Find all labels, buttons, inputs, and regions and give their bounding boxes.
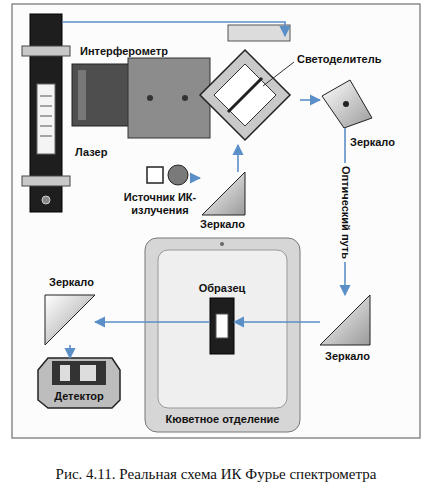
part-label: Зеркало [325,350,370,363]
detector-element [60,365,70,381]
part-label: Кюветное отделение [166,413,280,426]
mirror-screw [343,101,349,107]
interferometer-flange [78,70,86,120]
laser-plate-line [40,126,52,127]
path-label: Оптический путь [339,163,352,262]
optical-path [234,321,320,323]
laser-plate [37,84,55,154]
detector: Детектор [38,358,120,408]
sample-holder [210,298,234,354]
laser-plate-line [40,116,52,117]
interferometer-plate [228,25,290,41]
interferometer-screw [147,95,153,101]
mirror-bottom-left [45,295,95,345]
beam-splitter-cube [200,50,290,140]
laser-plate-line [40,106,52,107]
part-label: Образец [186,282,258,295]
part-label: Светоделитель [297,53,381,66]
optical-path [300,99,320,101]
mirror-under-source [202,172,245,215]
cuvette-compartment: Кюветное отделение Образец [145,238,300,432]
sample-window [216,314,228,338]
part-label: Зеркало [350,136,395,149]
part-label: Детектор [54,390,104,403]
figure-caption: Рис. 4.11. Реальная схема ИК Фурье спект… [0,466,432,483]
laser-clamp [22,46,70,56]
optical-path [62,22,285,36]
compartment-dot [220,242,224,246]
optical-path [69,345,71,358]
source-housing [147,167,163,183]
optical-path [95,321,210,323]
detector-body [38,358,120,408]
laser-clamp [22,176,70,186]
interferometer-drive [72,64,130,126]
detector-window [52,361,106,385]
beam-splitter-plate [228,78,262,112]
interferometer: Интерферометр [72,36,300,145]
part-label: Зеркало [49,276,94,289]
leader-line [263,62,294,86]
detector-element [80,365,96,381]
part-label: Зеркало [200,218,245,231]
mirror-bottom-right [320,295,370,345]
laser-plate-line [40,136,52,137]
mirror: Зеркало [320,80,372,128]
optical-path [190,177,200,179]
mirror: Зеркало [320,295,370,345]
interferometer-housing [128,58,210,138]
sample: Образец [210,298,234,354]
mirror: Зеркало [45,295,95,345]
part-label: Интерферометр [80,45,168,58]
mirror-top-right [322,80,372,128]
optical-path [237,145,239,172]
laser-screw [42,196,50,204]
source-lamp [168,165,188,185]
beam-splitter-window [214,64,276,126]
compartment-outline [145,238,300,432]
ir-source: Источник ИК-излучения [145,165,190,187]
mirror: Зеркало [200,172,245,215]
part-label: Источник ИК-излучения [118,191,202,217]
laser-plate-line [40,96,52,97]
housing-frame [12,4,420,438]
part-label: Лазер [75,146,107,159]
compartment-floor [158,250,287,408]
interferometer-screw [182,95,188,101]
laser: Лазер [30,14,62,212]
